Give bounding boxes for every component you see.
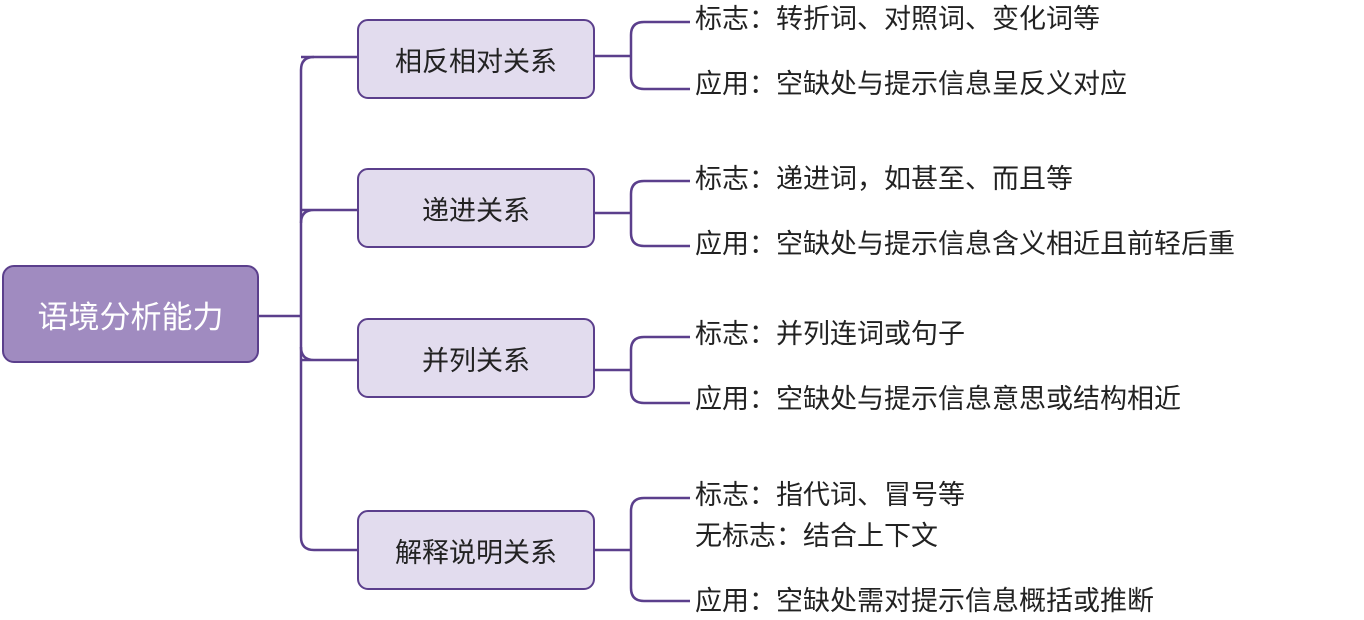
branch-node-progression[interactable]: 递进关系 <box>357 168 595 248</box>
branch-connector-3 <box>299 346 357 362</box>
leaf-application: 应用：空缺处需对提示信息概括或推断 <box>695 586 1154 617</box>
root-node[interactable]: 语境分析能力 <box>2 265 259 363</box>
leaf-no-marker: 无标志：结合上下文 <box>695 521 938 552</box>
leaf-bracket-1 <box>595 20 690 91</box>
leaf-application: 应用：空缺处与提示信息意思或结构相近 <box>695 384 1181 415</box>
leaf-marker: 标志：指代词、冒号等 <box>695 480 965 511</box>
leaf-application: 应用：空缺处与提示信息含义相近且前轻后重 <box>695 229 1235 260</box>
leaf-marker: 标志：并列连词或句子 <box>695 319 965 350</box>
leaf-marker: 标志：转折词、对照词、变化词等 <box>695 4 1100 35</box>
branch-node-parallel[interactable]: 并列关系 <box>357 318 595 398</box>
leaf-application: 应用：空缺处与提示信息呈反义对应 <box>695 69 1127 100</box>
branch-connector-2 <box>299 208 357 224</box>
leaf-bracket-2 <box>595 179 690 248</box>
leaf-bracket-3 <box>595 335 690 405</box>
leaf-bracket-4 <box>595 496 690 603</box>
trunk-line <box>299 55 315 552</box>
branch-node-contrast[interactable]: 相反相对关系 <box>357 19 595 99</box>
leaf-marker: 标志：递进词，如甚至、而且等 <box>695 164 1073 195</box>
branch-node-explanation[interactable]: 解释说明关系 <box>357 510 595 590</box>
